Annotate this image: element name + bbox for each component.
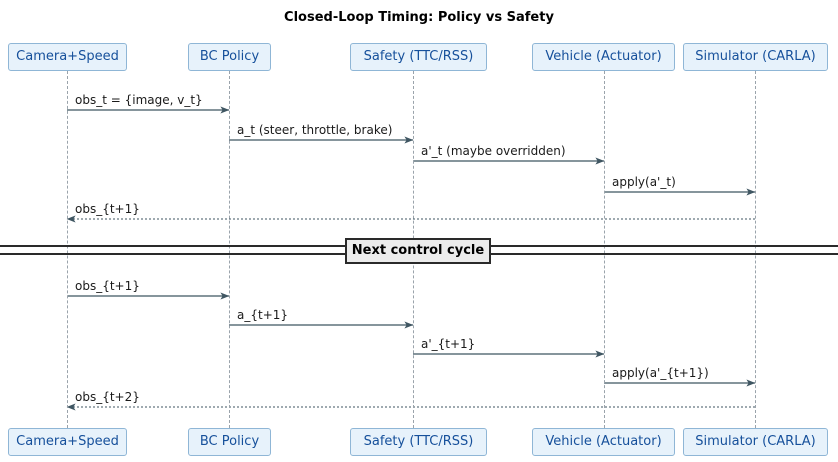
message-label-m1: obs_t = {image, v_t} <box>75 93 203 107</box>
page-title: Closed-Loop Timing: Policy vs Safety <box>284 10 554 25</box>
lifeline-policy <box>229 71 230 428</box>
participant-header-camera[interactable]: Camera+Speed <box>8 43 127 71</box>
message-label-m4: apply(a'_t) <box>612 175 676 189</box>
message-label-m7: a_{t+1} <box>237 308 289 322</box>
participant-footer-simulator[interactable]: Simulator (CARLA) <box>683 428 828 456</box>
participant-header-safety[interactable]: Safety (TTC/RSS) <box>350 43 487 71</box>
divider-label-d1: Next control cycle <box>345 238 491 264</box>
lifeline-camera <box>67 71 68 428</box>
participant-header-policy[interactable]: BC Policy <box>188 43 271 71</box>
message-label-m6: obs_{t+1} <box>75 279 140 293</box>
message-label-m5: obs_{t+1} <box>75 202 140 216</box>
lifeline-vehicle <box>604 71 605 428</box>
message-label-m8: a'_{t+1} <box>421 337 476 351</box>
participant-footer-safety[interactable]: Safety (TTC/RSS) <box>350 428 487 456</box>
message-label-m3: a'_t (maybe overridden) <box>421 144 566 158</box>
participant-header-simulator[interactable]: Simulator (CARLA) <box>683 43 828 71</box>
participant-footer-vehicle[interactable]: Vehicle (Actuator) <box>532 428 675 456</box>
participant-footer-policy[interactable]: BC Policy <box>188 428 271 456</box>
participant-header-vehicle[interactable]: Vehicle (Actuator) <box>532 43 675 71</box>
message-label-m2: a_t (steer, throttle, brake) <box>237 123 393 137</box>
lifeline-simulator <box>755 71 756 428</box>
message-label-m9: apply(a'_{t+1}) <box>612 366 709 380</box>
participant-footer-camera[interactable]: Camera+Speed <box>8 428 127 456</box>
message-label-m10: obs_{t+2} <box>75 390 140 404</box>
